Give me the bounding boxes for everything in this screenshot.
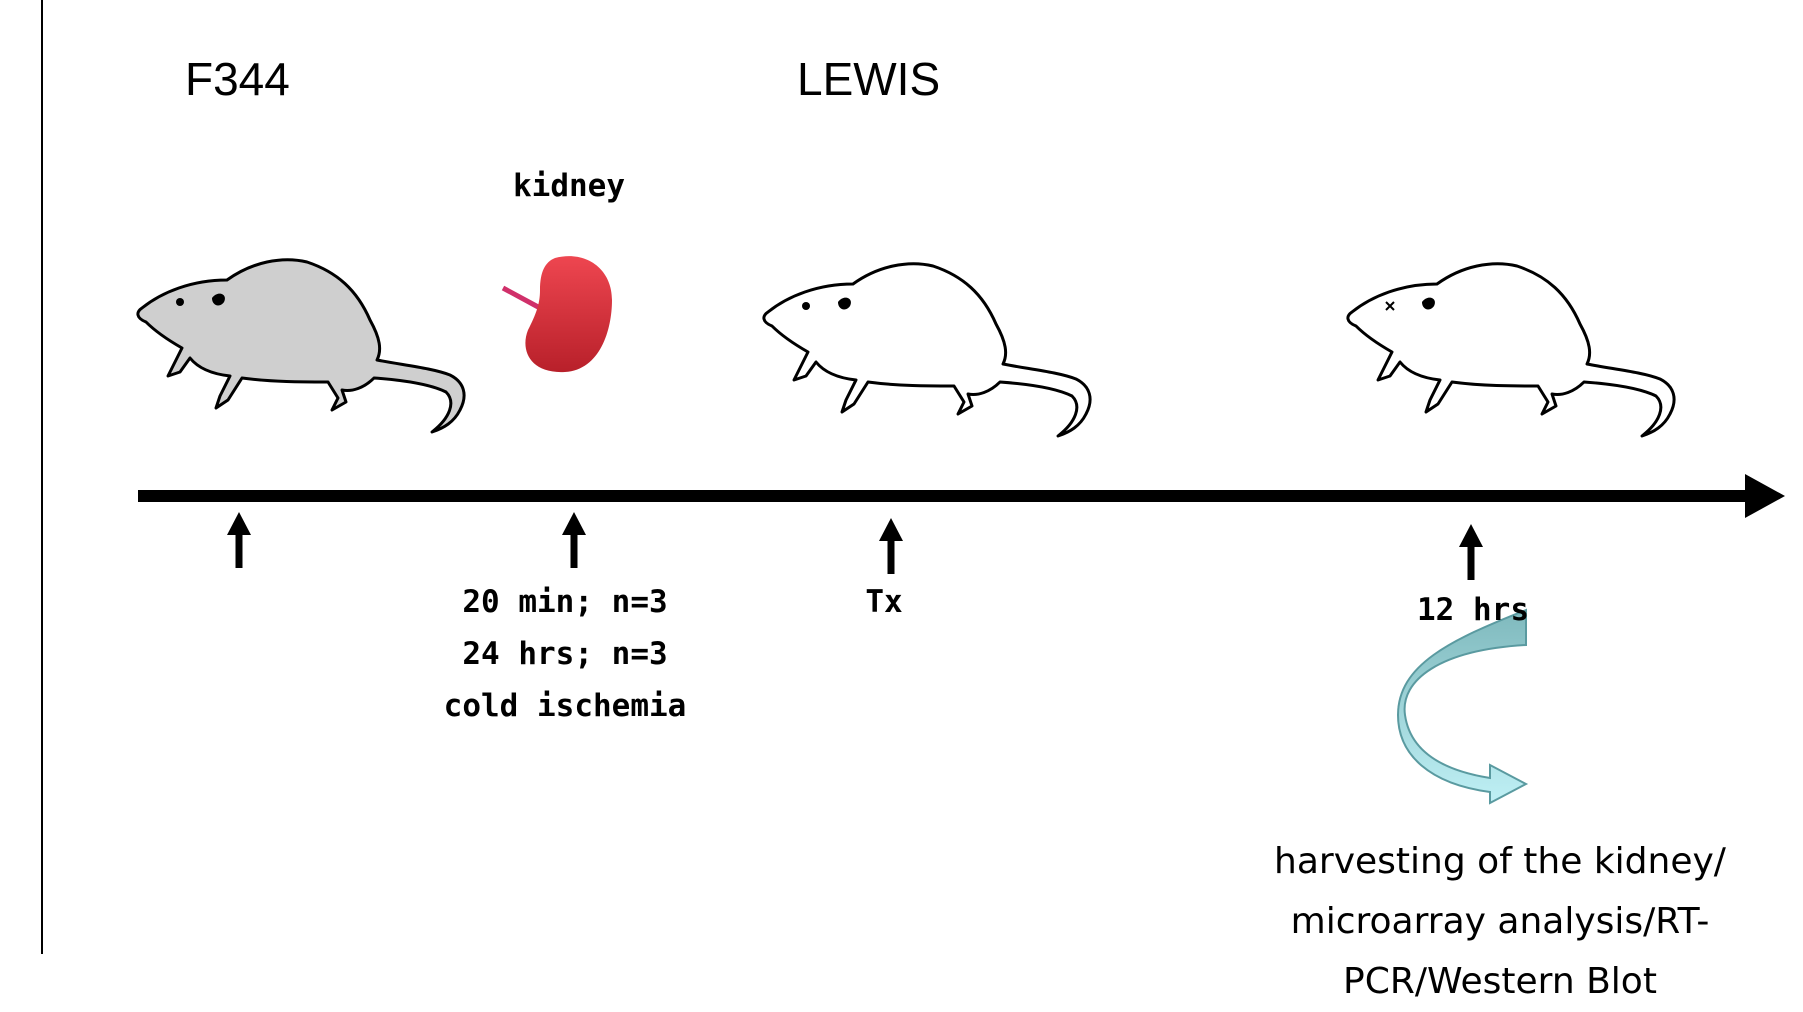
organ-label: kidney xyxy=(513,168,625,204)
diagram-canvas: F344 LEWIS kidney 20 min; n=3 24 hrs; n=… xyxy=(0,0,1803,954)
ischemia-line-1: 20 min; n=3 xyxy=(462,584,667,620)
harvest-note-line-2: microarray analysis/RT- xyxy=(1220,892,1780,952)
up-arrow-icon xyxy=(227,512,251,568)
transplant-label: Tx xyxy=(865,584,902,620)
recipient-strain-label: LEWIS xyxy=(797,52,940,106)
up-arrow-icon xyxy=(562,512,586,568)
ischemia-line-3: cold ischemia xyxy=(444,688,687,724)
harvest-note: harvesting of the kidney/ microarray ana… xyxy=(1220,832,1780,1012)
donor-rat-icon xyxy=(138,260,464,432)
kidney-icon xyxy=(503,256,612,372)
diagram-graphics xyxy=(0,0,1803,954)
recipient-rat-icon xyxy=(764,264,1090,436)
timeline-arrow xyxy=(138,474,1785,518)
harvest-rat-icon xyxy=(1348,264,1674,436)
curved-arrow-icon xyxy=(1398,610,1526,803)
ischemia-line-2: 24 hrs; n=3 xyxy=(462,636,667,672)
donor-strain-label: F344 xyxy=(185,52,290,106)
harvest-note-line-3: PCR/Western Blot xyxy=(1220,952,1780,1012)
up-arrow-icon xyxy=(879,518,903,574)
up-arrow-icon xyxy=(1459,524,1483,580)
harvest-time-label: 12 hrs xyxy=(1417,592,1529,628)
harvest-note-line-1: harvesting of the kidney/ xyxy=(1220,832,1780,892)
